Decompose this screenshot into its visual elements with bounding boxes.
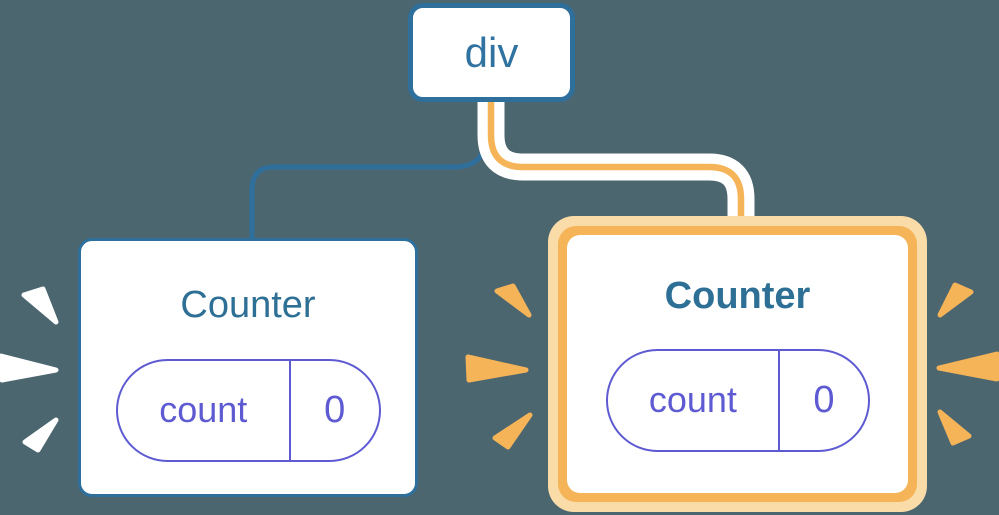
state-pill: count 0 bbox=[605, 348, 870, 452]
state-key: count bbox=[118, 360, 291, 460]
edge-div-to-right-counter bbox=[487, 100, 745, 233]
counter-title: Counter bbox=[180, 284, 316, 326]
flash-rays-middle-orange bbox=[465, 283, 533, 450]
flash-ray-icon bbox=[492, 412, 533, 450]
flash-rays-left-white bbox=[0, 286, 59, 453]
flash-ray-icon bbox=[494, 283, 532, 318]
state-value: 0 bbox=[813, 378, 835, 421]
tree-node-div: div bbox=[408, 3, 575, 102]
flash-ray-icon bbox=[937, 409, 972, 446]
flash-ray-icon bbox=[937, 282, 974, 318]
edge-div-to-left-counter bbox=[249, 100, 489, 240]
counter-card-right-highlight-glow: Counter count 0 bbox=[548, 216, 927, 512]
flash-ray-icon bbox=[0, 353, 59, 383]
flash-rays-right-orange bbox=[936, 282, 999, 446]
node-label: div bbox=[464, 28, 519, 76]
counter-card-left: Counter count 0 bbox=[78, 238, 418, 497]
counter-card-right-highlight-border: Counter count 0 bbox=[558, 226, 917, 502]
flash-ray-icon bbox=[21, 286, 59, 325]
counter-card-right: Counter count 0 bbox=[567, 235, 908, 493]
flash-ray-icon bbox=[936, 351, 999, 382]
state-value: 0 bbox=[324, 388, 346, 431]
counter-title: Counter bbox=[664, 275, 811, 317]
flash-ray-icon bbox=[22, 417, 59, 453]
state-key: count bbox=[608, 350, 781, 450]
state-pill: count 0 bbox=[115, 358, 381, 462]
flash-ray-icon bbox=[465, 354, 529, 383]
edge-highlight-casing bbox=[477, 100, 755, 221]
